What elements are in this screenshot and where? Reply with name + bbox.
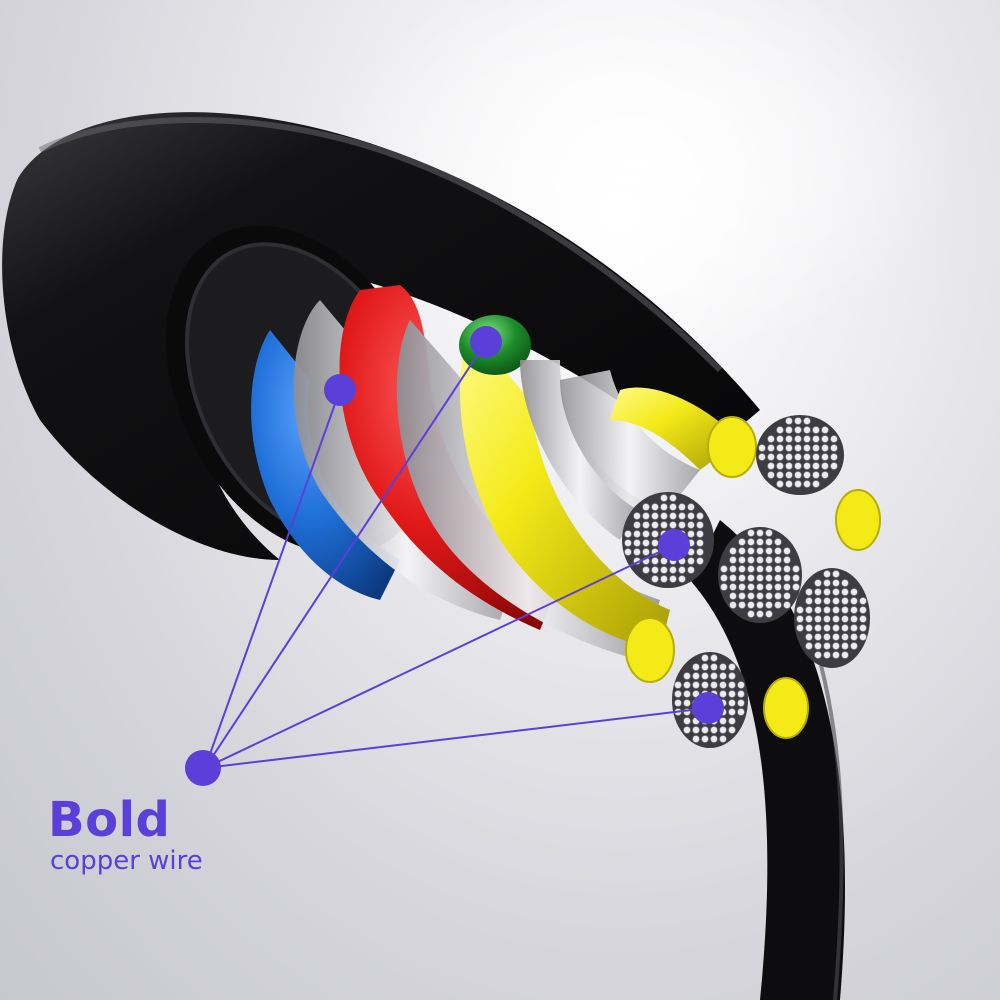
strand-bundles [622,415,870,748]
yellow-conductor-ends [625,416,881,739]
yellow-wire [460,330,670,650]
callout-hub-dot [185,750,221,786]
strand-bundle [794,568,870,668]
callout-marker-dot [324,374,356,406]
strand-bundle [756,415,844,495]
strand-bundle [718,527,802,623]
cable-tail [690,520,845,1000]
blue-wire [251,330,400,600]
caption-title: Bold [48,792,171,848]
caption-subtitle: copper wire [50,846,203,876]
callout-lines [204,341,709,769]
callout-markers [324,326,724,724]
callout-marker-dot [658,529,690,561]
callout-marker-dot [692,692,724,724]
callout-marker-dot [470,326,502,358]
